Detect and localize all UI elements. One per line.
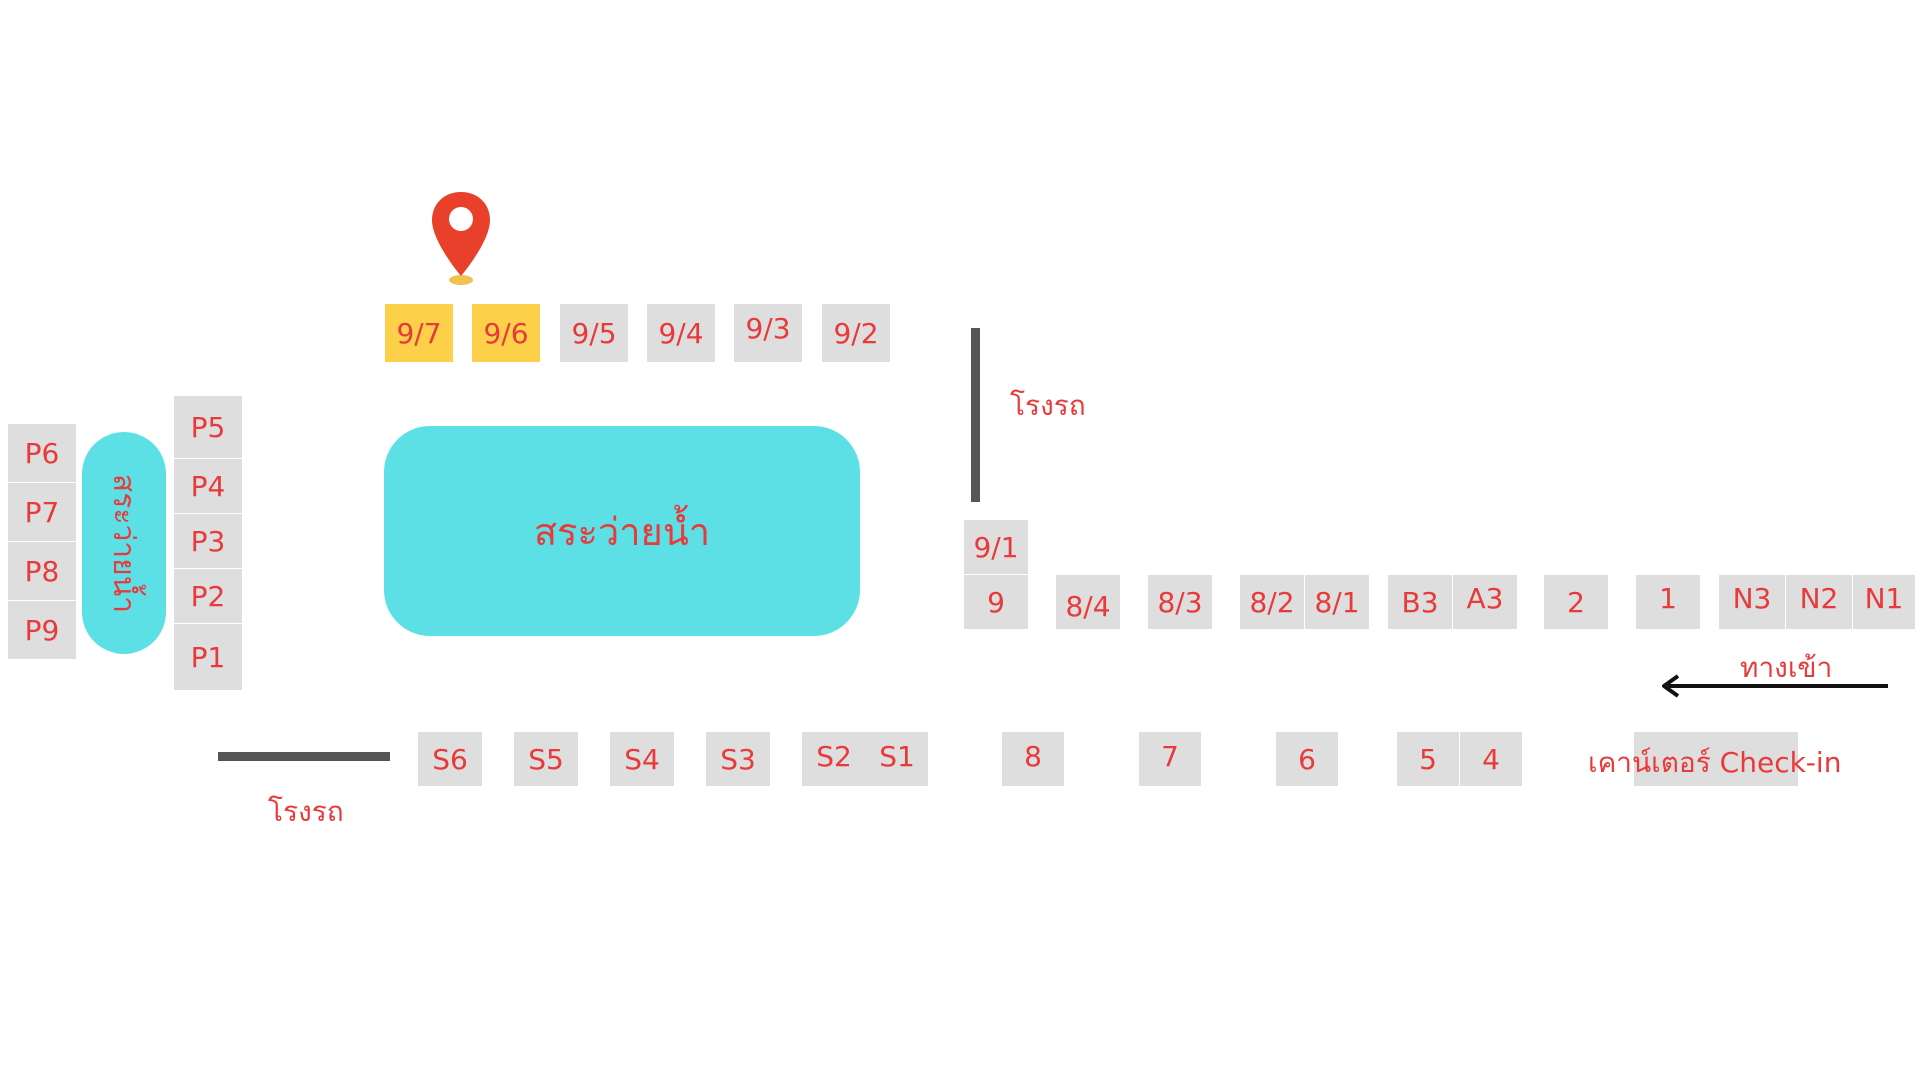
checkin-label: เคาน์เตอร์ Check-in	[1588, 746, 1842, 779]
map-pin-icon	[432, 192, 490, 285]
unit-7[interactable]: 7	[1139, 732, 1201, 786]
unit-9-6[interactable]: 9/6	[472, 304, 540, 362]
unit-s4[interactable]: S4	[610, 732, 674, 786]
garage-label-left: โรงรถ	[268, 795, 344, 828]
unit-8-3[interactable]: 8/3	[1148, 575, 1212, 629]
unit-9-5[interactable]: 9/5	[560, 304, 628, 362]
checkin-counter[interactable]	[1634, 732, 1798, 786]
unit-8-1[interactable]: 8/1	[1305, 575, 1369, 629]
unit-9[interactable]: 9	[964, 575, 1028, 629]
unit-p1[interactable]: P1	[174, 624, 242, 690]
unit-a3[interactable]: A3	[1453, 575, 1517, 629]
unit-b3[interactable]: B3	[1388, 575, 1452, 629]
unit-s5[interactable]: S5	[514, 732, 578, 786]
unit-p2[interactable]: P2	[174, 569, 242, 623]
unit-s1[interactable]: S1	[866, 732, 928, 786]
unit-p5[interactable]: P5	[174, 396, 242, 458]
unit-s6[interactable]: S6	[418, 732, 482, 786]
unit-n2[interactable]: N2	[1786, 575, 1852, 629]
unit-5[interactable]: 5	[1397, 732, 1459, 786]
unit-9-3[interactable]: 9/3	[734, 304, 802, 362]
main-pool-label: สระว่ายน้ำ	[533, 509, 711, 554]
unit-9-1[interactable]: 9/1	[964, 520, 1028, 574]
small-pool-label: สระว่ายน้ำ	[106, 473, 142, 613]
main-pool: สระว่ายน้ำ	[384, 426, 860, 636]
unit-p8[interactable]: P8	[8, 542, 76, 600]
unit-1[interactable]: 1	[1636, 575, 1700, 629]
arrow-left-icon	[1662, 674, 1888, 698]
garage-wall-left	[218, 752, 390, 761]
unit-n3[interactable]: N3	[1719, 575, 1785, 629]
unit-s3[interactable]: S3	[706, 732, 770, 786]
unit-p9[interactable]: P9	[8, 601, 76, 659]
unit-8[interactable]: 8	[1002, 732, 1064, 786]
garage-label-right: โรงรถ	[1010, 389, 1086, 422]
garage-wall-right	[971, 328, 980, 502]
unit-4[interactable]: 4	[1460, 732, 1522, 786]
unit-p6[interactable]: P6	[8, 424, 76, 482]
unit-6[interactable]: 6	[1276, 732, 1338, 786]
unit-8-2[interactable]: 8/2	[1240, 575, 1304, 629]
entrance-label: ทางเข้า	[1740, 651, 1833, 684]
unit-8-4[interactable]: 8/4	[1056, 575, 1120, 629]
unit-9-2[interactable]: 9/2	[822, 304, 890, 362]
unit-p7[interactable]: P7	[8, 483, 76, 541]
unit-p4[interactable]: P4	[174, 459, 242, 513]
unit-9-4[interactable]: 9/4	[647, 304, 715, 362]
unit-9-7[interactable]: 9/7	[385, 304, 453, 362]
unit-n1[interactable]: N1	[1853, 575, 1915, 629]
unit-p3[interactable]: P3	[174, 514, 242, 568]
small-pool: สระว่ายน้ำ	[82, 432, 166, 654]
unit-s2[interactable]: S2	[802, 732, 866, 786]
unit-2[interactable]: 2	[1544, 575, 1608, 629]
